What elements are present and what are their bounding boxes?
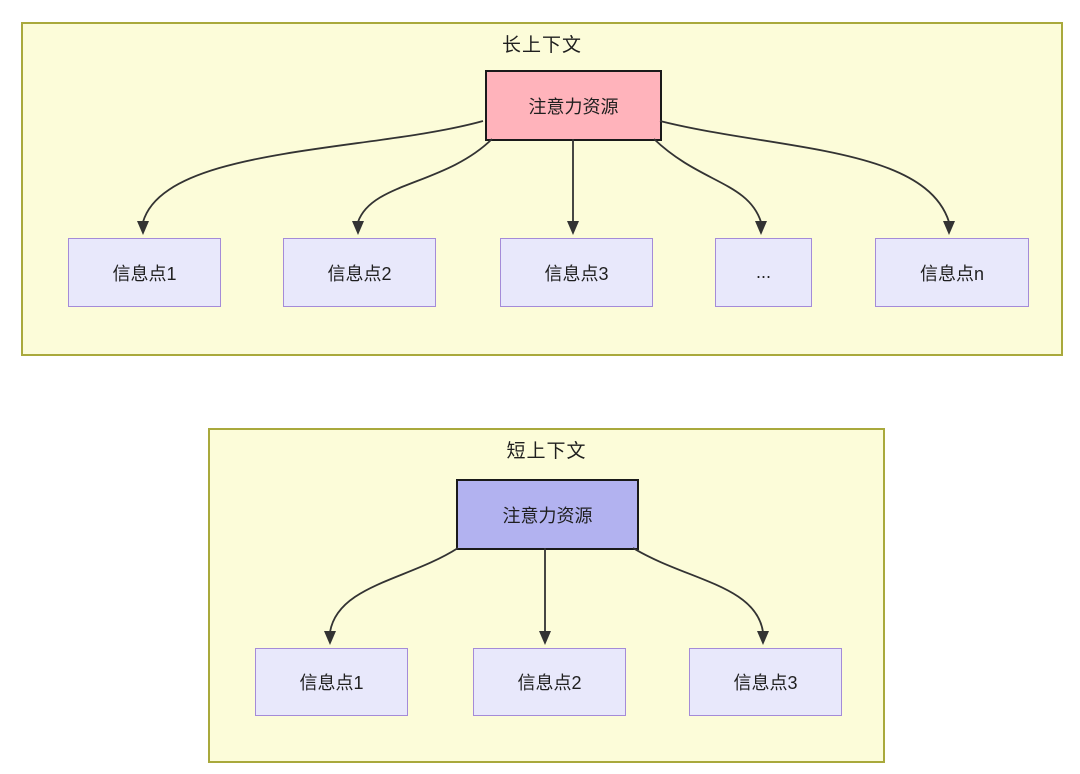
long-attention-box: 注意力资源	[485, 70, 662, 141]
long-info-box-ellipsis: ...	[715, 238, 812, 307]
long-info-label-n: 信息点n	[919, 263, 984, 284]
short-info-label-1: 信息点1	[299, 673, 364, 693]
long-info-label-ellipsis: ...	[755, 262, 771, 282]
short-info-label-2: 信息点2	[517, 673, 582, 693]
long-attention-label: 注意力资源	[528, 96, 619, 117]
long-info-box-2: 信息点2	[283, 238, 436, 307]
short-info-box-2: 信息点2	[473, 648, 626, 716]
long-info-box-1: 信息点1	[68, 238, 221, 307]
long-info-label-2: 信息点2	[327, 263, 392, 284]
short-attention-label: 注意力资源	[502, 505, 593, 526]
short-info-box-3: 信息点3	[689, 648, 842, 716]
long-info-box-n: 信息点n	[875, 238, 1029, 307]
long-info-box-3: 信息点3	[500, 238, 653, 307]
short-context-title: 短上下文	[506, 441, 587, 462]
short-info-box-1: 信息点1	[255, 648, 408, 716]
long-context-panel: 长上下文 注意力资源 信息点1 信息点2 信息点3 ... 信息点n	[21, 22, 1063, 356]
short-info-label-3: 信息点3	[733, 673, 798, 693]
short-context-panel: 短上下文 注意力资源 信息点1 信息点2 信息点3	[208, 428, 885, 763]
long-context-title: 长上下文	[501, 35, 582, 56]
long-info-label-1: 信息点1	[112, 263, 177, 284]
long-info-label-3: 信息点3	[544, 263, 609, 284]
short-attention-box: 注意力资源	[456, 479, 639, 550]
